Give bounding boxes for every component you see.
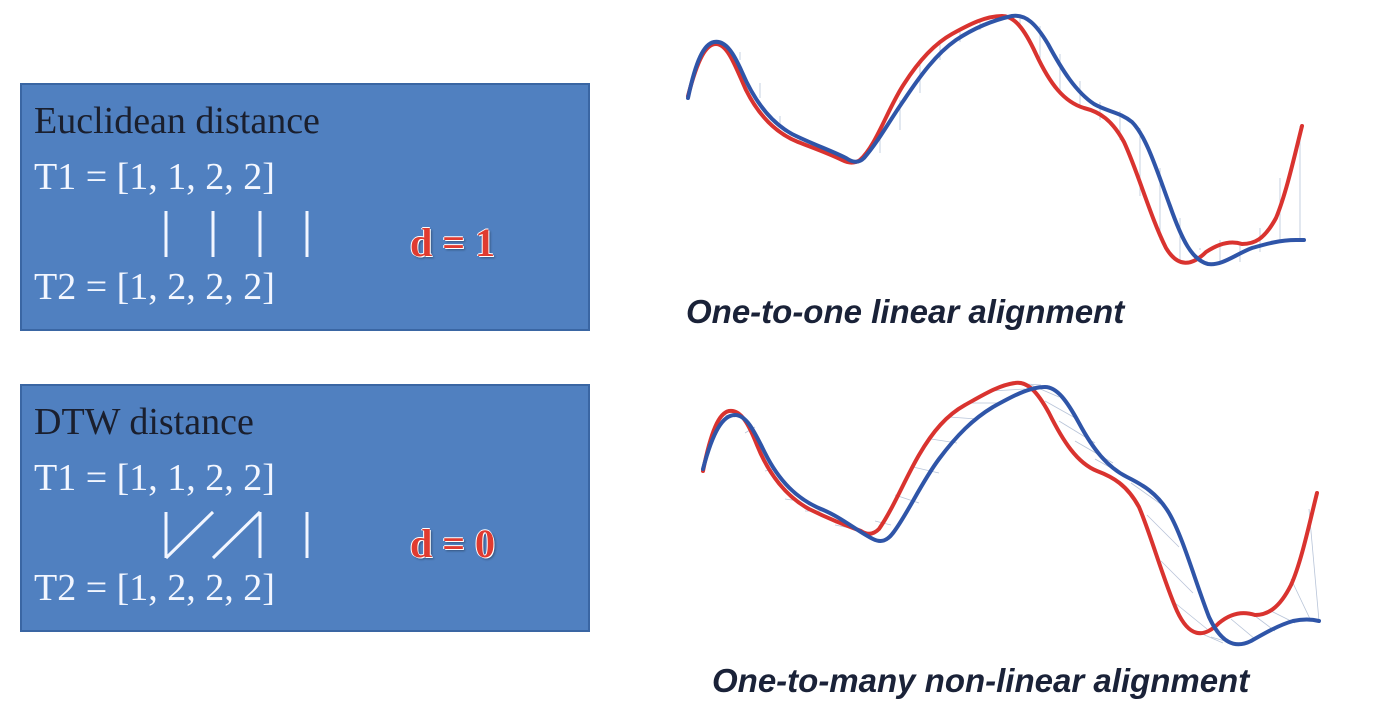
euclidean-distance-panel: Euclidean distance T1 = [1, 1, 2, 2] T2 …: [20, 83, 590, 331]
nonlinear-red-series: [701, 380, 1319, 636]
linear-red-series: [686, 14, 1304, 265]
nonlinear-alignment-curves: [701, 380, 1321, 647]
linear-blue-series: [686, 13, 1306, 267]
nonlinear-blue-series: [701, 385, 1321, 647]
euclidean-title: Euclidean distance: [34, 100, 320, 142]
euclidean-t2-sequence: T2 = [1, 2, 2, 2]: [34, 266, 275, 308]
dtw-result: d = 0: [410, 521, 496, 566]
linear-alignment-curves: [686, 13, 1306, 267]
dtw-link-2: [164, 510, 215, 560]
nonlinear-alignment-hatch: [724, 382, 1320, 646]
euclidean-result: d = 1: [410, 220, 496, 265]
dtw-link-3: [211, 510, 262, 560]
euclidean-t1-sequence: T1 = [1, 1, 2, 2]: [34, 156, 275, 198]
dtw-t1-sequence: T1 = [1, 1, 2, 2]: [34, 457, 275, 499]
euclidean-alignment-lines: [164, 211, 309, 257]
linear-alignment-caption: One-to-one linear alignment: [686, 293, 1125, 330]
nonlinear-alignment-caption: One-to-many non-linear alignment: [712, 662, 1250, 699]
dtw-title: DTW distance: [34, 401, 254, 443]
dtw-alignment-lines: [164, 510, 309, 560]
dtw-distance-panel: DTW distance T1 = [1, 1, 2, 2] T2 = [1, …: [20, 384, 590, 632]
dtw-t2-sequence: T2 = [1, 2, 2, 2]: [34, 567, 275, 609]
